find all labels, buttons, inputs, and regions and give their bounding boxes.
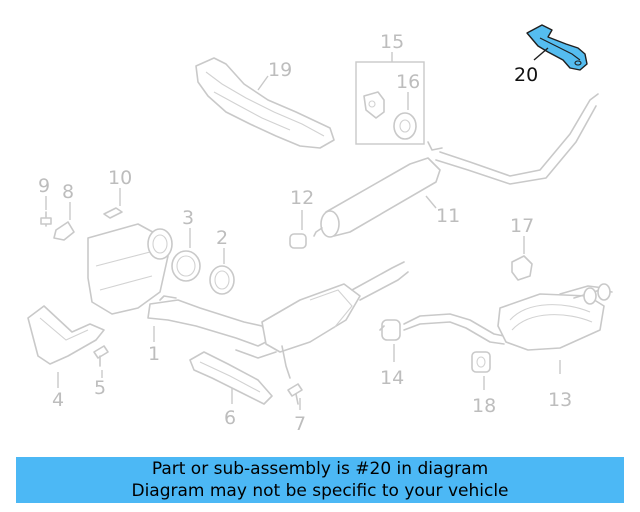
exhaust-system-diagram: 19 15 16 20 11 12 — [27, 24, 613, 435]
callout-2: 2 — [216, 227, 228, 249]
part-10-bolt: 10 — [103, 167, 132, 219]
part-19-heat-shield: 19 — [195, 57, 335, 149]
callout-12: 12 — [290, 187, 314, 209]
callout-20: 20 — [514, 64, 538, 86]
part-4-bracket: 4 — [27, 305, 105, 411]
part-9-bolt: 9 — [38, 175, 52, 227]
callout-10: 10 — [108, 167, 132, 189]
callout-18: 18 — [472, 395, 496, 417]
callout-1: 1 — [148, 343, 160, 365]
callout-6: 6 — [224, 407, 236, 429]
callout-4: 4 — [52, 389, 64, 411]
part-7-bolt: 7 — [287, 383, 306, 435]
banner-line-1: Part or sub-assembly is #20 in diagram — [151, 459, 489, 479]
callout-9: 9 — [38, 175, 50, 197]
part-13-rear-muffler: 13 — [403, 283, 613, 411]
part-8-bracket: 8 — [53, 181, 75, 241]
callout-5: 5 — [94, 377, 106, 399]
part-5-bolt: 5 — [93, 345, 109, 399]
part-6-heat-shield: 6 — [189, 351, 273, 429]
part-2-gasket: 2 — [209, 227, 235, 295]
part-17-bracket: 17 — [510, 215, 534, 281]
callout-17: 17 — [510, 215, 534, 237]
callout-16: 16 — [396, 71, 420, 93]
banner-line-2: Diagram may not be specific to your vehi… — [131, 481, 509, 501]
callout-15: 15 — [380, 31, 404, 53]
part-15-hanger-kit: 15 — [355, 31, 425, 145]
part-3-clamp-ring: 3 — [171, 207, 201, 282]
callout-11: 11 — [436, 205, 460, 227]
callout-19: 19 — [268, 59, 292, 81]
callout-14: 14 — [380, 367, 404, 389]
callout-8: 8 — [62, 181, 74, 203]
part-11-center-muffler: 11 — [313, 93, 599, 238]
part-12-clamp: 12 — [289, 187, 314, 249]
part-14-clamp: 14 — [379, 319, 404, 389]
part-1-catalytic-converter: 1 — [87, 223, 409, 379]
part-20-bracket-highlighted: 20 — [514, 24, 588, 86]
callout-13: 13 — [548, 389, 572, 411]
callout-3: 3 — [182, 207, 194, 229]
callout-7: 7 — [294, 413, 306, 435]
info-banner: Part or sub-assembly is #20 in diagram D… — [16, 457, 624, 503]
part-18-insulator: 18 — [471, 351, 496, 417]
part-16-insulator: 16 — [393, 71, 420, 140]
